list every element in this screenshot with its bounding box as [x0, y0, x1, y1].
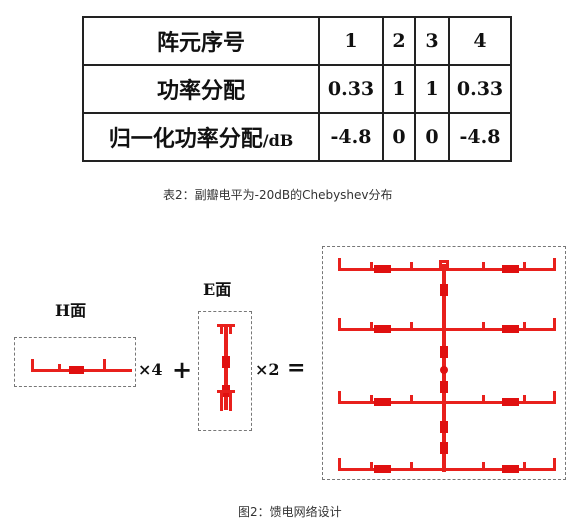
table-cell: 4: [448, 16, 512, 66]
times-four: ×4: [138, 360, 163, 379]
table-cell: -4.8: [448, 112, 512, 162]
e-plane-feed: [217, 324, 235, 411]
table-cell: 3: [414, 16, 450, 66]
plus-sign: +: [172, 355, 193, 384]
table-cell: 0.33: [318, 64, 384, 114]
unit-label: /dB: [262, 131, 294, 150]
power-distribution-table: 阵元序号 1 2 3 4 功率分配 0.33 1 1 0.33 归一化功率分配/…: [82, 16, 512, 162]
table-row: 阵元序号 1 2 3 4: [82, 16, 512, 66]
row-header: 阵元序号: [82, 16, 320, 66]
row-header: 功率分配: [82, 64, 320, 114]
feed-network: [338, 258, 556, 473]
row-header: 归一化功率分配/dB: [82, 112, 320, 162]
table-cell: 0.33: [448, 64, 512, 114]
feed-network-box: [322, 246, 566, 480]
table-cell: 1: [382, 64, 416, 114]
times-two: ×2: [255, 360, 280, 379]
table-cell: 1: [414, 64, 450, 114]
table-row: 功率分配 0.33 1 1 0.33: [82, 64, 512, 114]
table-caption: 表2：副瓣电平为-20dB的Chebyshev分布: [163, 188, 393, 202]
figure-caption: 图2：馈电网络设计: [238, 505, 342, 519]
h-plane-feed: [31, 359, 132, 374]
h-plane-label: H面: [55, 301, 87, 320]
table-row: 归一化功率分配/dB -4.8 0 0 -4.8: [82, 112, 512, 162]
table-cell: -4.8: [318, 112, 384, 162]
table-cell: 0: [414, 112, 450, 162]
e-plane-box: [198, 311, 252, 431]
h-plane-box: [14, 337, 136, 387]
table-cell: 1: [318, 16, 384, 66]
table-cell: 2: [382, 16, 416, 66]
table-cell: 0: [382, 112, 416, 162]
e-plane-label: E面: [203, 280, 232, 299]
equals-sign: =: [287, 355, 306, 381]
